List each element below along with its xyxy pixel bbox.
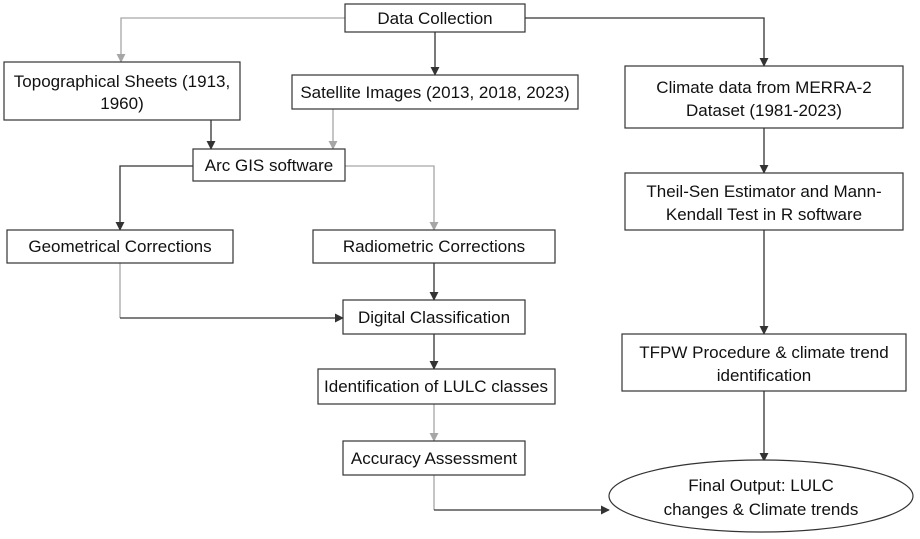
edge-data-collection-to-climate-data [525,17,769,67]
node-final-output: Final Output: LULC changes & Climate tre… [608,459,914,533]
node-geometrical-corrections-label: Geometrical Corrections [28,237,211,256]
node-topographical-sheets-line-1: Topographical Sheets (1913, [14,72,230,91]
node-lulc-classes: Identification of LULC classes [317,368,556,405]
node-radiometric-corrections-label: Radiometric Corrections [343,237,525,256]
node-digital-classification-label: Digital Classification [358,308,510,327]
node-final-output-line-1: Final Output: LULC [688,476,834,495]
node-arc-gis-label: Arc GIS software [205,156,333,175]
edge-data-collection-to-topo-sheets [116,17,345,63]
node-theil-sen-line-2: Kendall Test in R software [666,205,862,224]
node-topographical-sheets: Topographical Sheets (1913, 1960) [3,61,241,121]
node-final-output-line-2: changes & Climate trends [664,500,859,519]
node-tfpw-procedure-line-2: identification [717,366,812,385]
node-climate-data-line-1: Climate data from MERRA-2 [656,78,871,97]
edges [115,17,769,515]
node-geometrical-corrections: Geometrical Corrections [6,229,234,264]
node-lulc-classes-label: Identification of LULC classes [324,377,548,396]
node-satellite-images: Satellite Images (2013, 2018, 2023) [291,74,579,110]
node-data-collection-label: Data Collection [377,9,492,28]
node-climate-data: Climate data from MERRA-2 Dataset (1981-… [624,65,904,129]
node-arc-gis: Arc GIS software [192,148,346,182]
node-topographical-sheets-line-2: 1960) [100,94,143,113]
node-satellite-images-label: Satellite Images (2013, 2018, 2023) [300,83,569,102]
edge-arc-gis-to-geometrical [115,165,193,231]
node-data-collection: Data Collection [344,3,526,33]
node-tfpw-procedure: TFPW Procedure & climate trend identific… [621,333,907,392]
node-digital-classification: Digital Classification [342,299,526,335]
node-climate-data-line-2: Dataset (1981-2023) [686,101,842,120]
edge-arc-gis-to-radiometric [345,165,439,231]
node-theil-sen: Theil-Sen Estimator and Mann- Kendall Te… [624,172,904,231]
node-radiometric-corrections: Radiometric Corrections [312,229,556,264]
node-tfpw-procedure-line-1: TFPW Procedure & climate trend [639,343,888,362]
node-accuracy-assessment: Accuracy Assessment [342,440,526,476]
node-theil-sen-line-1: Theil-Sen Estimator and Mann- [646,182,881,201]
node-accuracy-assessment-label: Accuracy Assessment [351,449,518,468]
